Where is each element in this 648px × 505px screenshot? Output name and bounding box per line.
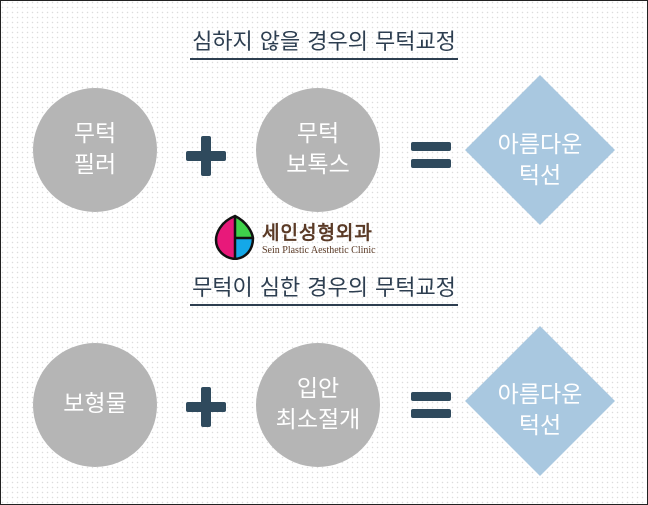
title-text: 심하지 않을 경우의 무턱교정	[190, 30, 458, 60]
equals-icon	[411, 392, 451, 418]
plus-icon	[186, 136, 226, 176]
title-text: 무턱이 심한 경우의 무턱교정	[190, 276, 458, 306]
result-text: 아름다운 턱선	[497, 382, 583, 440]
step-circle-implant: 보형물	[33, 343, 157, 467]
plus-icon	[186, 387, 226, 427]
clinic-logo: 세인성형외과 Sein Plastic Aesthetic Clinic	[214, 214, 376, 260]
clinic-logo-icon	[214, 214, 255, 260]
logo-name-en: Sein Plastic Aesthetic Clinic	[262, 245, 376, 256]
section-title-severe: 무턱이 심한 경우의 무턱교정	[0, 270, 648, 306]
step-circle-filler: 무턱 필러	[33, 88, 157, 212]
result-text: 아름다운 턱선	[497, 132, 583, 190]
section-title-mild: 심하지 않을 경우의 무턱교정	[0, 24, 648, 60]
equals-icon	[411, 142, 451, 168]
logo-name-ko: 세인성형외과	[262, 222, 373, 244]
step-circle-incision: 입안 최소절개	[256, 343, 380, 467]
step-circle-botox: 무턱 보톡스	[256, 88, 380, 212]
